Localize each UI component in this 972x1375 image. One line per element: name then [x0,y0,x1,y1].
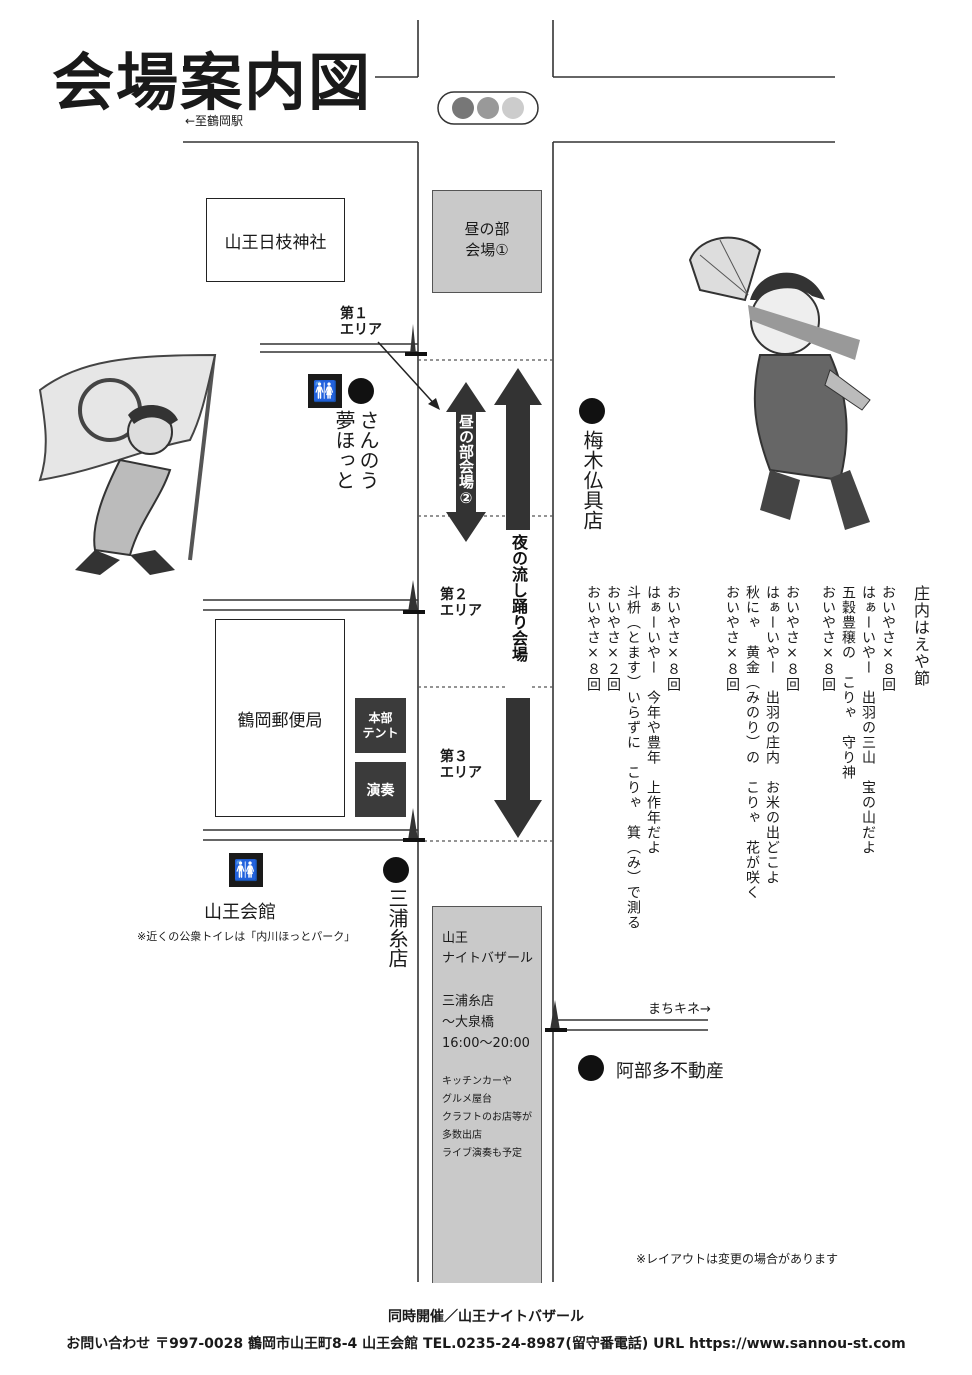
flag-bearer-illustration [38,353,217,575]
dancer-illustration [688,236,871,530]
umeki-label: 梅木仏具店 [580,430,604,530]
traffic-cone-icon [403,808,425,842]
shop-marker-icon [348,378,374,404]
toilet-icon: 🚻 [229,853,263,887]
traffic-cone-icon [403,580,425,614]
night-venue-label: 夜の流し踊り会場 [506,530,530,698]
song-verse-3: おいやさ×８回 はぁーいやー 今年や豊年 上作年だよ 斗枡（とます）いらずに こ… [585,585,681,930]
roads [183,20,835,1282]
post-office-label: 鶴岡郵便局 [237,710,323,731]
hq-tent: 本部 テント [355,698,406,753]
area-1-label: 第１ エリア [340,306,382,338]
area-2-label: 第２ エリア [440,587,482,619]
performance-stage: 演奏 [355,762,406,817]
day-venue-1-label: 昼の部 会場① [464,220,510,259]
yumehotto-label: さんのう 夢ほっと [332,410,380,490]
toilet-note: ※近くの公衆トイレは「内川ほっとパーク」 [137,930,356,943]
post-office-building: 鶴岡郵便局 [215,619,345,817]
toilet-icon: 🚻 [308,374,342,408]
bazaar-range: 三浦糸店 ～大泉橋 16:00～20:00 [442,994,530,1051]
direction-station-label: ←至鶴岡駅 [185,114,244,128]
bazaar-details: キッチンカーや グルメ屋台 クラフトのお店等が 多数出店 ライブ演奏も予定 [442,1076,532,1159]
night-bazaar-area: 山王 ナイトバザール 三浦糸店 ～大泉橋 16:00～20:00 キッチンカーや… [432,906,542,1283]
traffic-light-icon [437,91,539,125]
abe-label: 阿部多不動産 [616,1061,724,1082]
song-verse-1: おいやさ×８回 はぁーいやー 出羽の三山 宝の山だよ 五穀豊穣の こりゃ 守り神… [820,585,896,855]
kaikan-label: 山王会館 [204,902,276,923]
shop-marker-icon [578,1055,604,1081]
area-dividers [418,359,553,842]
layout-note: ※レイアウトは変更の場合があります [636,1252,839,1266]
shop-marker-icon [579,398,605,424]
miura-label: 三浦糸店 [385,888,409,968]
day-venue-2-label: 昼の部会場② [457,414,475,507]
direction-machikine-label: まちキネ→ [648,1002,711,1017]
footer-cohost: 同時開催／山王ナイトバザール [388,1309,584,1325]
footer-contact: お問い合わせ 〒997-0028 鶴岡市山王町8-4 山王会館 TEL.0235… [66,1336,906,1352]
day-venue-1: 昼の部 会場① [432,190,542,293]
song-title: 庄内はえや節 [911,585,930,687]
bazaar-name: 山王 ナイトバザール [442,931,534,966]
day-venue-2-arrow [446,382,486,542]
song-verse-2: おいやさ×８回 はぁーいやー 出羽の庄内 お米の出どこよ 秋にゃ 黄金（みのり）… [724,585,800,900]
area-1-pointer-head [428,398,440,410]
shrine-label: 山王日枝神社 [224,232,327,253]
traffic-cone-icon [405,324,427,356]
area-1-pointer [377,341,439,409]
shop-marker-icon [383,857,409,883]
area-3-label: 第３ エリア [440,749,482,781]
page-title: 会場案内図 [52,46,373,119]
shrine-building: 山王日枝神社 [206,198,345,282]
traffic-cone-icon [545,1000,567,1032]
